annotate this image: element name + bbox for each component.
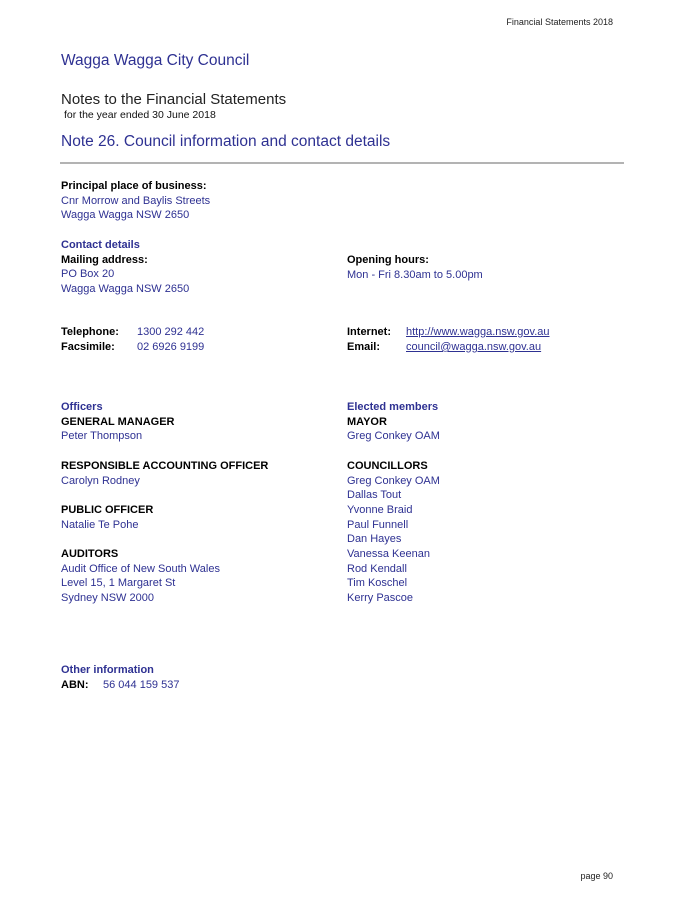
councillor-name: Paul Funnell — [347, 518, 409, 531]
other-section-heading: Other information — [61, 664, 154, 676]
gm-heading: GENERAL MANAGER — [61, 415, 175, 428]
page-number: page 90 — [580, 871, 613, 881]
mailing-heading: Mailing address: — [61, 253, 148, 266]
mailing-line: PO Box 20 — [61, 268, 115, 281]
running-header: Financial Statements 2018 — [506, 17, 613, 27]
elected-section-heading: Elected members — [347, 401, 439, 413]
business-line: Cnr Morrow and Baylis Streets — [61, 194, 211, 207]
business-heading: Principal place of business: — [61, 180, 207, 192]
website-link[interactable]: http://www.wagga.nsw.gov.au — [406, 326, 550, 338]
officers-block: Officers GENERAL MANAGER Peter Thompson … — [61, 400, 268, 606]
email-label: Email: — [347, 341, 381, 353]
mailing-block: Contact details Mailing address: PO Box … — [61, 238, 189, 297]
elected-block: Elected members MAYOR Greg Conkey OAM CO… — [347, 400, 440, 606]
councillor-name: Kerry Pascoe — [347, 592, 414, 605]
contact-section-heading: Contact details — [61, 239, 140, 251]
mayor-heading: MAYOR — [347, 415, 387, 428]
rao-heading: RESPONSIBLE ACCOUNTING OFFICER — [61, 459, 269, 472]
telephone-label: Telephone: — [61, 326, 119, 338]
councillor-name: Greg Conkey OAM — [347, 474, 440, 487]
councillors-heading: COUNCILLORS — [347, 459, 428, 472]
business-line: Wagga Wagga NSW 2650 — [61, 209, 190, 222]
councillor-name: Rod Kendall — [347, 562, 407, 575]
period-subtitle: for the year ended 30 June 2018 — [64, 109, 216, 121]
po-name: Natalie Te Pohe — [61, 518, 139, 531]
facsimile-value: 02 6926 9199 — [137, 341, 205, 353]
councillor-name: Dan Hayes — [347, 533, 402, 546]
auditors-line: Level 15, 1 Margaret St — [61, 577, 176, 590]
councillor-name: Yvonne Braid — [347, 503, 413, 516]
abn-value: 56 044 159 537 — [103, 679, 180, 691]
councillor-name: Vanessa Keenan — [347, 548, 430, 561]
po-heading: PUBLIC OFFICER — [61, 503, 154, 516]
auditors-line: Audit Office of New South Wales — [61, 562, 220, 575]
organisation-name: Wagga Wagga City Council — [61, 52, 250, 69]
hours-block: Opening hours: Mon - Fri 8.30am to 5.00p… — [347, 253, 483, 282]
hours-value: Mon - Fri 8.30am to 5.00pm — [347, 268, 483, 281]
email-link[interactable]: council@wagga.nsw.gov.au — [406, 341, 542, 353]
title-divider — [60, 162, 624, 164]
internet-label: Internet: — [347, 326, 391, 338]
mailing-line: Wagga Wagga NSW 2650 — [61, 283, 190, 296]
auditors-line: Sydney NSW 2000 — [61, 592, 154, 605]
councillor-name: Dallas Tout — [347, 489, 402, 502]
mayor-name: Greg Conkey OAM — [347, 430, 440, 443]
hours-heading: Opening hours: — [347, 254, 429, 266]
facsimile-label: Facsimile: — [61, 341, 115, 353]
abn-label: ABN: — [61, 679, 89, 691]
officers-section-heading: Officers — [61, 401, 103, 413]
auditors-heading: AUDITORS — [61, 547, 119, 560]
note-title: Note 26. Council information and contact… — [61, 133, 391, 150]
business-address-block: Principal place of business: Cnr Morrow … — [61, 179, 210, 223]
rao-name: Carolyn Rodney — [61, 474, 140, 487]
gm-name: Peter Thompson — [61, 430, 143, 443]
telephone-value: 1300 292 442 — [137, 326, 205, 338]
notes-title: Notes to the Financial Statements — [61, 91, 287, 108]
councillor-name: Tim Koschel — [347, 577, 408, 590]
